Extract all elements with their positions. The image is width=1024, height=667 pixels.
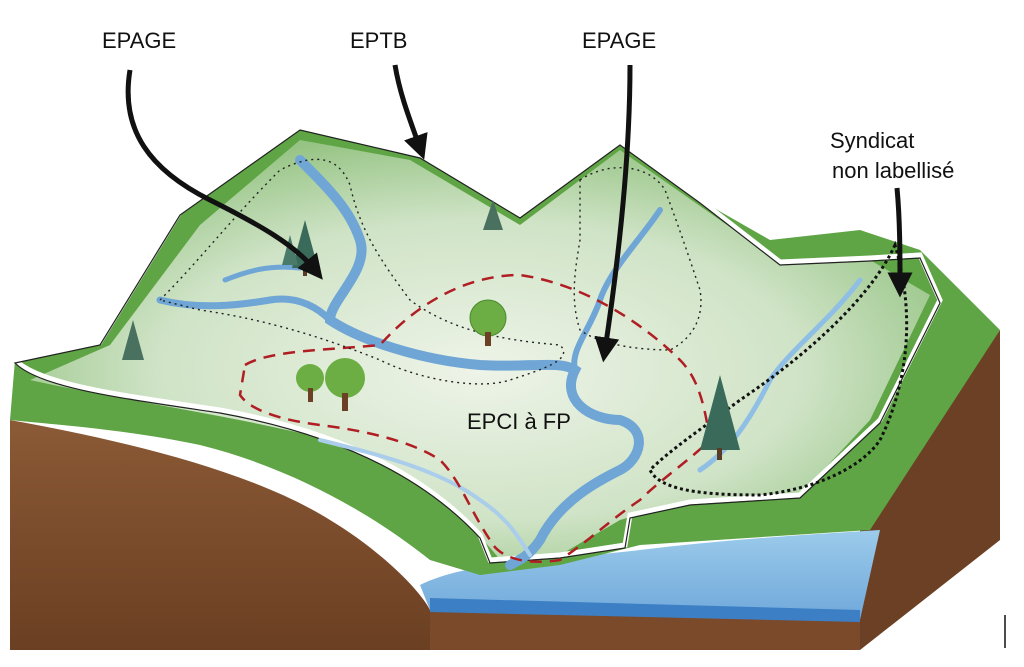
eptb-boundary bbox=[9, 124, 943, 563]
arrow-epage-left bbox=[125, 69, 323, 280]
deciduous-tree-left-1 bbox=[296, 364, 324, 402]
river-top-right bbox=[571, 207, 663, 373]
label-syndicat-line2: non labellisé bbox=[832, 158, 955, 183]
soil-block-right bbox=[860, 330, 1000, 650]
syndicat-boundary bbox=[648, 240, 909, 497]
soil-block-front bbox=[10, 420, 430, 650]
deciduous-tree-center bbox=[469, 299, 507, 346]
epage-right-boundary bbox=[573, 167, 702, 351]
soil-block-bottom bbox=[430, 610, 860, 650]
label-epage-right: EPAGE bbox=[582, 28, 657, 53]
label-epage-left: EPAGE bbox=[102, 28, 177, 53]
arrow-epage-right bbox=[594, 64, 633, 363]
valley-floor bbox=[30, 140, 930, 560]
eptb-boundary-outline bbox=[13, 129, 941, 564]
label-syndicat-line1: Syndicat bbox=[830, 128, 915, 153]
pine-tree-right bbox=[700, 375, 740, 460]
lake bbox=[420, 530, 880, 620]
pine-tree-far-left bbox=[122, 320, 144, 360]
river-main bbox=[295, 155, 644, 570]
label-eptb: EPTB bbox=[350, 28, 408, 53]
lake-side bbox=[430, 598, 860, 622]
label-epci: EPCI à FP bbox=[467, 409, 571, 434]
pine-tree-top bbox=[483, 200, 503, 230]
river-bottom-left bbox=[318, 438, 532, 557]
arrow-syndicat bbox=[887, 187, 913, 298]
deciduous-tree-left-2 bbox=[325, 358, 365, 411]
pine-tree-left-2 bbox=[282, 235, 298, 265]
arrow-eptb bbox=[392, 64, 428, 160]
river-left-branch bbox=[156, 295, 334, 324]
river-upper-left bbox=[222, 264, 303, 283]
epci-boundary bbox=[238, 273, 712, 564]
